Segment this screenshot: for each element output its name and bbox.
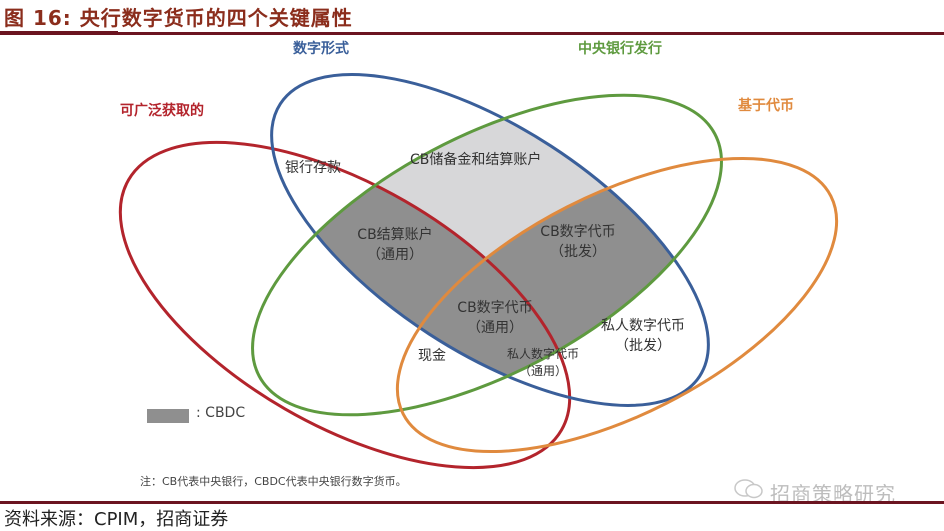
set-label-digital-form: 数字形式 — [293, 41, 349, 57]
region-label: 银行存款 — [285, 160, 341, 176]
region-sublabel: （批发） — [615, 338, 671, 354]
region-label: CB储备金和结算账户 — [410, 152, 542, 168]
ellipse-widely-accessible — [118, 140, 572, 470]
region-cb-reserves: CB储备金和结算账户 — [410, 150, 541, 170]
ellipse-central-bank-issued — [251, 93, 723, 417]
region-sublabel: （通用） — [518, 364, 567, 378]
set-label-token-based: 基于代币 — [738, 98, 794, 114]
region-label: CB数字代币 — [540, 224, 616, 240]
region-cash: 现金 — [418, 346, 446, 366]
region-label: 私人数字代币 — [601, 318, 685, 334]
ellipse-token-based — [395, 156, 839, 454]
set-label-widely-accessible: 可广泛获取的 — [120, 103, 204, 119]
region-label: 现金 — [418, 348, 446, 364]
region-label: CB结算账户 — [357, 227, 433, 243]
region-sublabel: （通用） — [367, 247, 423, 263]
region-private-token-wholesale: 私人数字代币 （批发） — [588, 316, 698, 356]
legend-label-cbdc: : CBDC — [196, 405, 246, 421]
footer-rule — [0, 501, 944, 504]
region-bank-deposits: 银行存款 — [285, 158, 341, 178]
ellipse-digital-form — [270, 73, 710, 407]
region-cb-token-general: CB数字代币 （通用） — [440, 298, 550, 338]
region-label: CB数字代币 — [457, 300, 533, 316]
region-private-token-general: 私人数字代币 （通用） — [498, 346, 588, 380]
region-sublabel: （通用） — [467, 320, 523, 336]
diagram-note: 注：CB代表中央银行，CBDC代表中央银行数字货币。 — [140, 475, 407, 488]
region-cb-token-wholesale: CB数字代币 （批发） — [528, 222, 628, 262]
region-sublabel: （批发） — [550, 244, 606, 260]
figure-title: 图 16: 央行数字货币的四个关键属性 — [4, 6, 353, 30]
legend-swatch-cbdc — [147, 409, 189, 423]
wechat-icon — [734, 479, 763, 499]
region-label: 私人数字代币 — [506, 347, 579, 361]
title-underline — [0, 32, 944, 35]
set-label-central-bank-issued: 中央银行发行 — [578, 41, 662, 57]
source-line: 资料来源：CPIM，招商证券 — [4, 509, 229, 530]
region-cb-settlement-general: CB结算账户 （通用） — [345, 225, 445, 265]
